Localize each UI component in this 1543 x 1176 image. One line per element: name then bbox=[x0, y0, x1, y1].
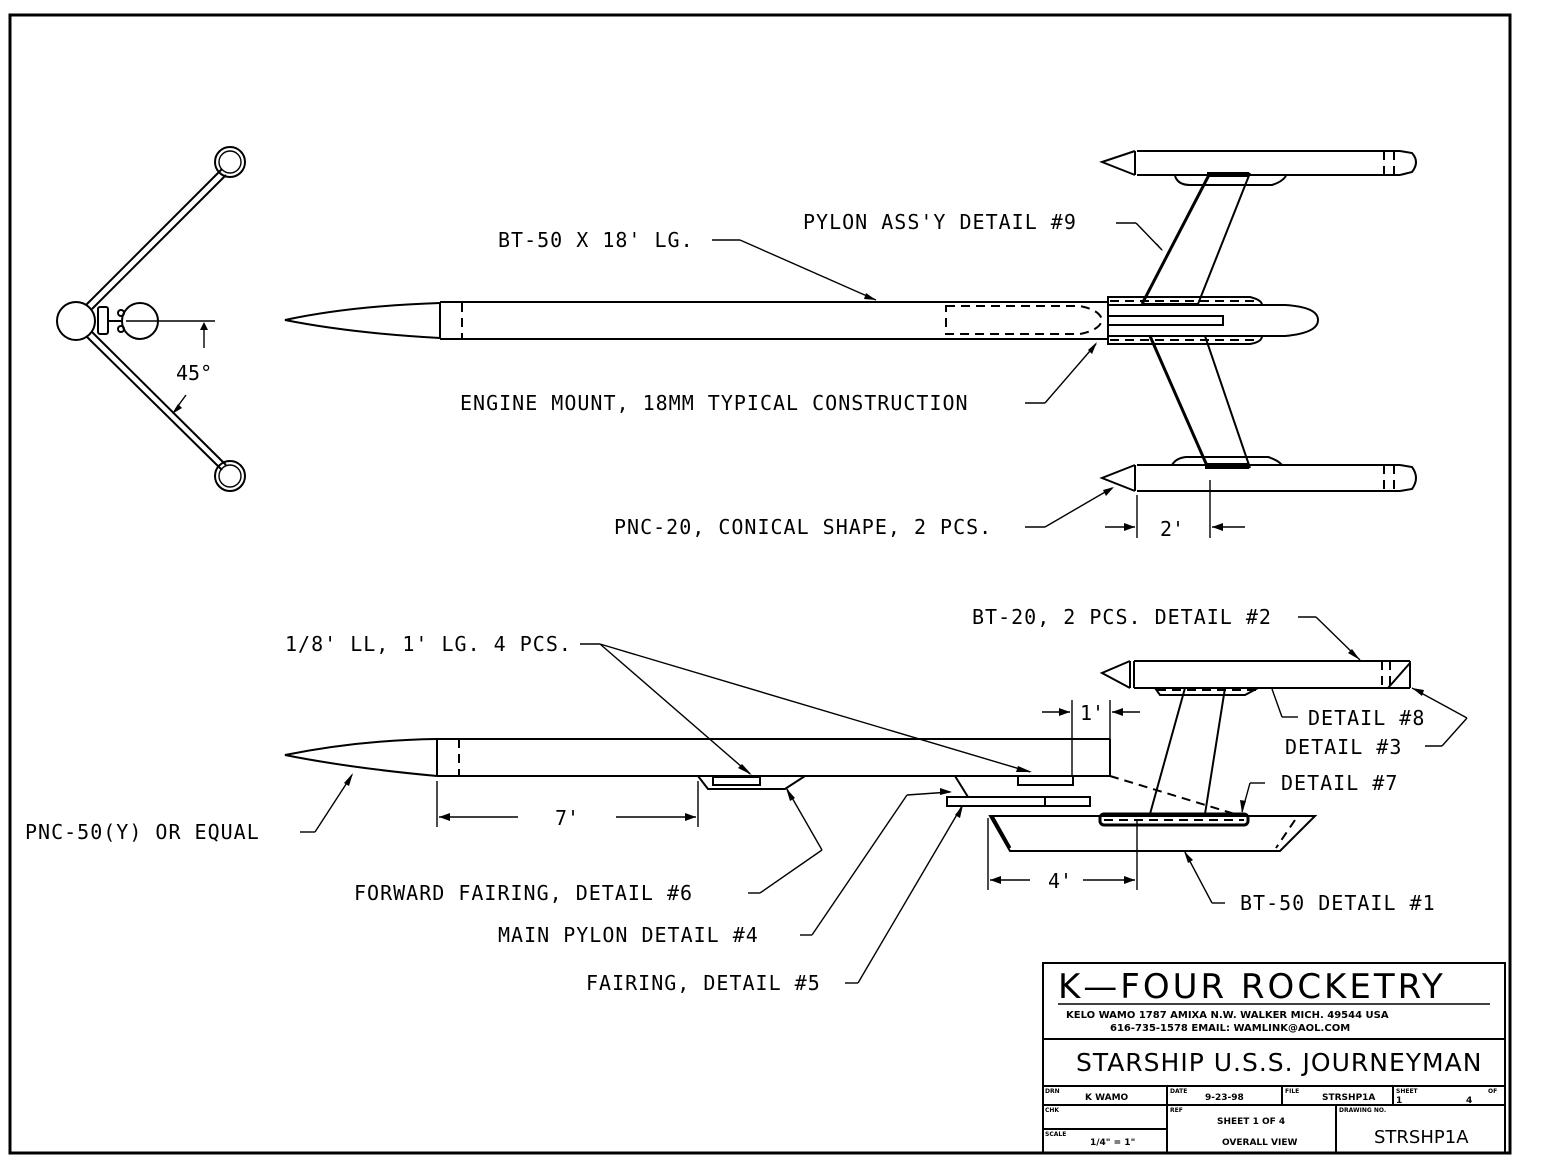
dim-4-inch: 4' bbox=[1048, 869, 1072, 893]
label-body-tube: BT-50 X 18' LG. bbox=[498, 228, 694, 252]
label-pylon-assy: PYLON ASS'Y DETAIL #9 bbox=[803, 210, 1077, 234]
label-nose-cones: PNC-20, CONICAL SHAPE, 2 PCS. bbox=[614, 515, 992, 539]
label-bt20: BT-20, 2 PCS. DETAIL #2 bbox=[972, 605, 1272, 629]
drawing-no-label: DRAWING NO. bbox=[1339, 1107, 1386, 1114]
of-label: OF bbox=[1488, 1088, 1497, 1095]
sheet-total: 4 bbox=[1466, 1096, 1472, 1106]
drawing-no: STRSHP1A bbox=[1374, 1127, 1469, 1148]
sheet-border bbox=[8, 13, 1512, 1155]
ref-line1: SHEET 1 OF 4 bbox=[1217, 1117, 1285, 1127]
ref-label: REF bbox=[1170, 1107, 1183, 1114]
drawn-by: K WAMO bbox=[1085, 1093, 1129, 1103]
label-detail7: DETAIL #7 bbox=[1281, 771, 1398, 795]
dim-2-inch: 2' bbox=[1160, 517, 1184, 541]
label-engine-mount: ENGINE MOUNT, 18MM TYPICAL CONSTRUCTION bbox=[460, 391, 969, 415]
scale: 1/4" = 1" bbox=[1090, 1138, 1135, 1148]
end-view-upper-pod bbox=[214, 146, 246, 178]
company-address: KELO WAMO 1787 AMIXA N.W. WALKER MICH. 4… bbox=[1066, 1010, 1389, 1021]
chk-label: CHK bbox=[1045, 1107, 1059, 1114]
label-launch-lugs: 1/8' LL, 1' LG. 4 PCS. bbox=[285, 632, 572, 656]
drawing-title: STARSHIP U.S.S. JOURNEYMAN bbox=[1076, 1048, 1482, 1077]
top-view: 2' BT-50 X 18' LG. PYLON ASS'Y DETAIL #9… bbox=[284, 150, 1417, 541]
ref-line2: OVERALL VIEW bbox=[1222, 1138, 1297, 1148]
company-contact: 616-735-1578 EMAIL: WAMLINK@AOL.COM bbox=[1110, 1023, 1350, 1034]
dim-1-inch: 1' bbox=[1080, 701, 1104, 725]
side-view-nose-cone bbox=[284, 738, 438, 777]
date: 9-23-98 bbox=[1205, 1093, 1244, 1103]
label-detail3: DETAIL #3 bbox=[1285, 735, 1402, 759]
side-view-secondary-hull bbox=[988, 815, 1318, 852]
label-fairing: FAIRING, DETAIL #5 bbox=[586, 971, 821, 995]
date-label: DATE bbox=[1170, 1088, 1187, 1095]
top-view-nose-cone bbox=[284, 302, 441, 339]
scale-label: SCALE bbox=[1045, 1131, 1066, 1138]
side-view: 1' 7' 4' 1/8' LL, 1' LG. 4 PCS. BT-20, 2… bbox=[25, 605, 1468, 995]
end-view-lower-pod bbox=[214, 460, 246, 492]
top-view-lower-pod bbox=[1099, 464, 1136, 492]
label-nose-cone: PNC-50(Y) OR EQUAL bbox=[25, 820, 260, 844]
drn-label: DRN bbox=[1045, 1088, 1060, 1095]
label-main-pylon: MAIN PYLON DETAIL #4 bbox=[498, 923, 759, 947]
file: STRSHP1A bbox=[1322, 1093, 1375, 1103]
file-label: FILE bbox=[1285, 1088, 1299, 1095]
sheet-number: 1 bbox=[1396, 1096, 1402, 1106]
end-view-main-hull bbox=[56, 301, 96, 341]
company-name: K—FOUR ROCKETRY bbox=[1058, 967, 1446, 1007]
label-bt50: BT-50 DETAIL #1 bbox=[1240, 891, 1436, 915]
label-forward-fairing: FORWARD FAIRING, DETAIL #6 bbox=[354, 881, 693, 905]
side-view-pod bbox=[1099, 660, 1131, 689]
dim-7-inch: 7' bbox=[555, 806, 579, 830]
top-view-upper-pod bbox=[1099, 150, 1136, 176]
title-block: K—FOUR ROCKETRY KELO WAMO 1787 AMIXA N.W… bbox=[1042, 962, 1506, 1154]
label-detail8: DETAIL #8 bbox=[1308, 706, 1425, 730]
angle-label: 45° bbox=[176, 361, 212, 385]
sheet-label: SHEET bbox=[1396, 1088, 1419, 1095]
end-view: 45° bbox=[56, 146, 246, 492]
